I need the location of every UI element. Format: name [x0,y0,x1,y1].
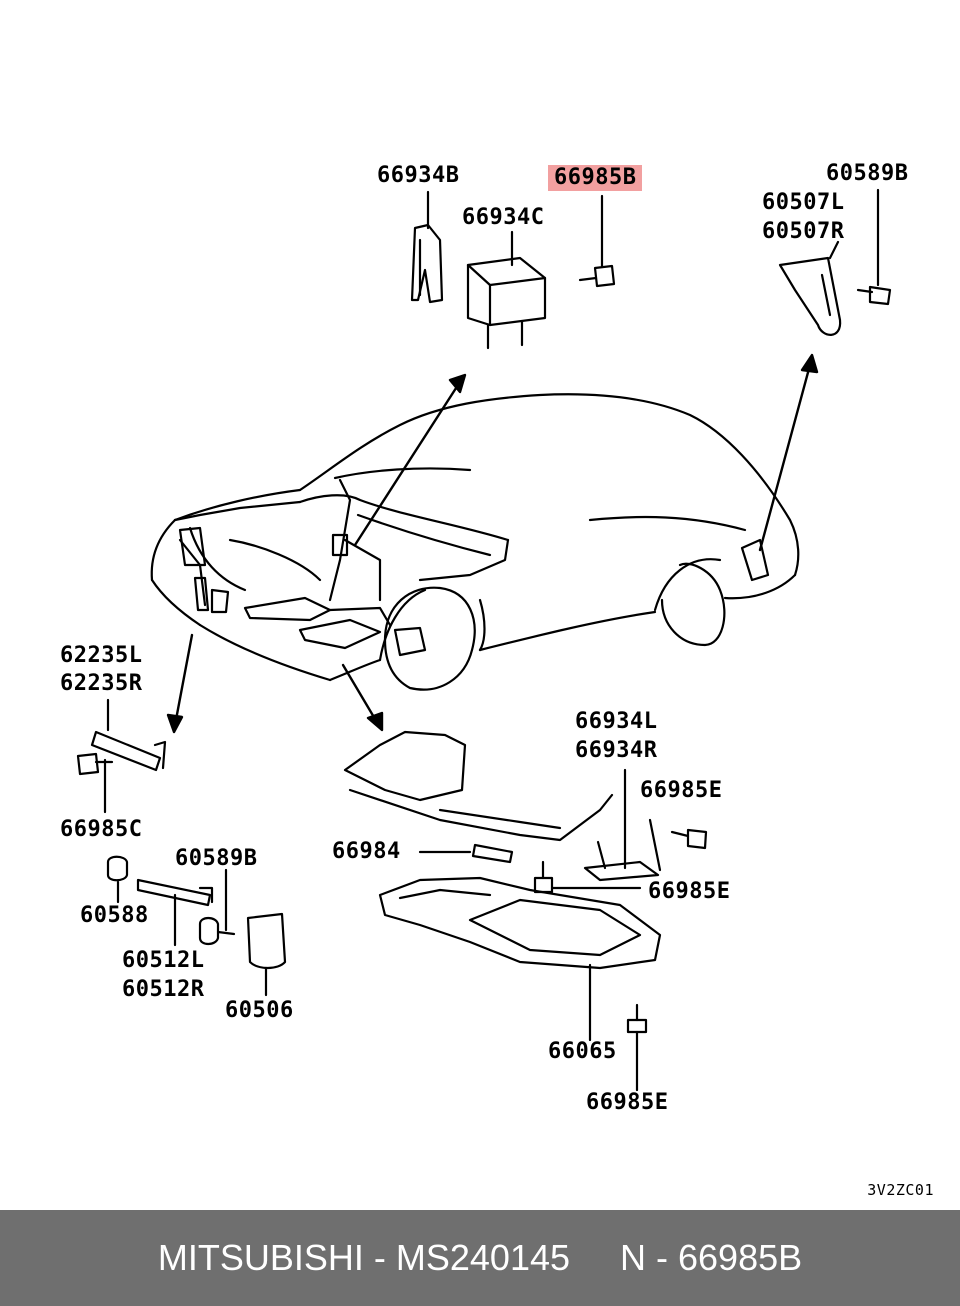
part-60506-drawing [246,912,287,997]
part-60512-drawing [136,878,214,947]
drawing-code: 3V2ZC01 [867,1181,934,1199]
part-60589B-top-drawing [856,188,892,306]
parts-diagram: 66934B 66985B 66934C 60589B 60507L 60507… [60,161,934,1199]
label-66934R[interactable]: 66934R [575,738,658,763]
part-66934LR-drawing [583,768,662,882]
part-60588-drawing [106,855,129,904]
label-66984[interactable]: 66984 [332,839,401,864]
label-62235L[interactable]: 62235L [60,643,143,668]
car-body-illustration [150,393,800,691]
label-66934B[interactable]: 66934B [377,163,460,188]
part-66934C-drawing [466,230,547,350]
label-66985B-highlighted[interactable]: 66985B [548,165,643,191]
diagram-drawing [76,188,892,1092]
label-60512R[interactable]: 60512R [122,977,205,1002]
label-60588[interactable]: 60588 [80,903,149,928]
label-66985E-a[interactable]: 66985E [640,778,723,803]
footer-bar: MITSUBISHI - MS240145 N - 66985B [0,1210,960,1306]
part-66985E-c-drawing [626,1003,648,1092]
label-66065[interactable]: 66065 [548,1039,617,1064]
label-66934C[interactable]: 66934C [462,205,545,230]
part-60507-drawing [778,240,842,336]
label-66985E-b[interactable]: 66985E [648,879,731,904]
label-66985C[interactable]: 66985C [60,817,143,842]
part-62235-drawing [90,698,167,772]
part-66985E-a-drawing [670,828,708,850]
label-60507L[interactable]: 60507L [762,190,845,215]
label-62235R[interactable]: 62235R [60,671,143,696]
label-66934L[interactable]: 66934L [575,709,658,734]
leader-arrows [166,353,819,734]
part-66984-drawing [343,730,614,864]
part-66985C-drawing [76,752,114,814]
label-60506[interactable]: 60506 [225,998,294,1023]
part-60589B-low-drawing [198,868,236,946]
label-66985E-c[interactable]: 66985E [586,1090,669,1115]
label-60512L[interactable]: 60512L [122,948,205,973]
part-66934B-drawing [410,190,444,304]
footer-brand-part: MITSUBISHI - MS240145 [157,1237,571,1278]
label-60589B-top[interactable]: 60589B [826,161,909,186]
label-60589B-low[interactable]: 60589B [175,846,258,871]
part-66065-drawing [378,876,662,1042]
label-60507R[interactable]: 60507R [762,219,845,244]
part-66985E-b-drawing [533,860,642,894]
footer-ref: N - 66985B [620,1237,803,1278]
part-66985B-drawing [578,194,616,288]
